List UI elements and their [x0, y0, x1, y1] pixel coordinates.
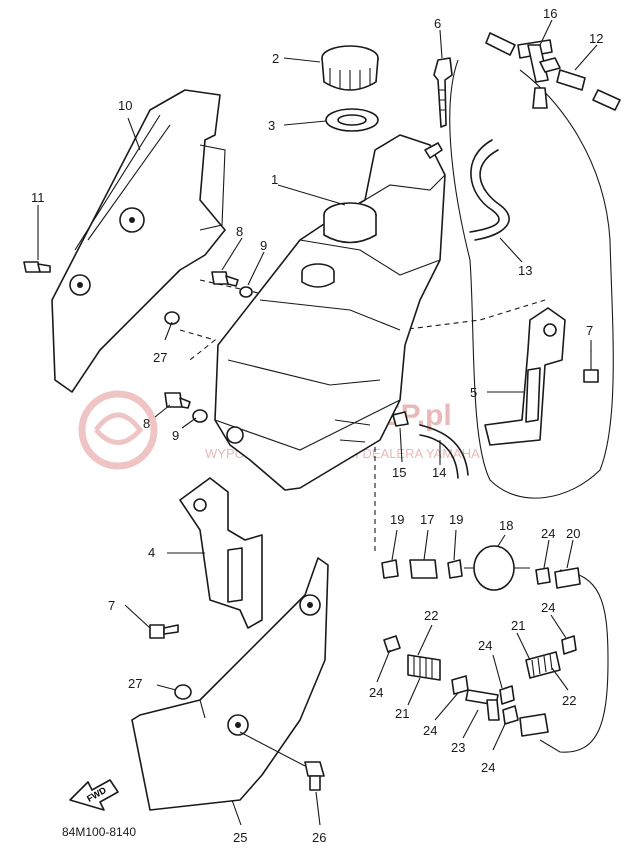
fuel-cap	[321, 45, 379, 91]
bracket-right	[484, 307, 566, 446]
callout-6: 6	[434, 16, 441, 31]
bolt-8-upper	[211, 271, 253, 298]
callout-labels: 2 3 1 6 16 12 10 11 8 9 27 13 5 7 8 9 15…	[31, 6, 603, 845]
catalog-code: 84M100-8140	[62, 825, 136, 839]
callout-16: 16	[543, 6, 557, 21]
callout-4: 4	[148, 545, 155, 560]
callout-11: 11	[31, 190, 45, 205]
callout-22-left: 22	[424, 608, 438, 623]
callout-24-mid: 24	[423, 723, 437, 738]
breather-joint-assembly	[485, 32, 621, 111]
lower-joint-assembly	[383, 635, 577, 737]
forward-arrow-icon: FWD	[69, 779, 119, 811]
callout-10: 10	[118, 98, 132, 113]
side-cover-lower	[131, 557, 329, 811]
callout-24-left: 24	[369, 685, 383, 700]
callout-24-center: 24	[478, 638, 492, 653]
callout-12: 12	[589, 31, 603, 46]
callout-3: 3	[268, 118, 275, 133]
callout-21-left: 21	[395, 706, 409, 721]
callout-24-right-top: 24	[541, 600, 555, 615]
callout-7-left: 7	[108, 598, 115, 613]
callout-9-lower: 9	[172, 428, 179, 443]
callout-23: 23	[451, 740, 465, 755]
callout-1: 1	[271, 172, 278, 187]
washer-27-upper	[164, 311, 180, 325]
bolt-7-right	[583, 350, 599, 383]
fuel-hose-upper	[392, 411, 469, 479]
callout-15: 15	[392, 465, 406, 480]
bolt-7-left	[149, 624, 179, 639]
callout-22-right: 22	[562, 693, 576, 708]
callout-9-upper: 9	[260, 238, 267, 253]
callout-26: 26	[312, 830, 326, 845]
hose-strap	[433, 57, 453, 128]
callout-25: 25	[233, 830, 247, 845]
leader-lines	[37, 19, 598, 826]
callout-13: 13	[518, 263, 532, 278]
callout-2: 2	[272, 51, 279, 66]
callout-27-lower: 27	[128, 676, 142, 691]
callout-19-right: 19	[449, 512, 463, 527]
callout-14: 14	[432, 465, 446, 480]
callout-7-right: 7	[586, 323, 593, 338]
callout-21-right: 21	[511, 618, 525, 633]
callout-8-upper: 8	[236, 224, 243, 239]
callout-24-bottom: 24	[481, 760, 495, 775]
side-cover-left	[51, 89, 226, 393]
callout-5: 5	[470, 385, 477, 400]
bolt-8-lower	[164, 392, 208, 423]
callout-18: 18	[499, 518, 513, 533]
bolt-11	[23, 261, 51, 273]
callout-24-filter: 24	[541, 526, 555, 541]
bracket-left	[179, 477, 263, 629]
breather-hose	[469, 139, 510, 241]
bolt-26	[239, 731, 325, 791]
cap-gasket	[325, 108, 379, 132]
callout-19-left: 19	[390, 512, 404, 527]
callout-8-lower: 8	[143, 416, 150, 431]
callout-27-upper: 27	[153, 350, 167, 365]
fuel-filter-line	[381, 545, 581, 591]
callout-17: 17	[420, 512, 434, 527]
callout-20: 20	[566, 526, 580, 541]
fuel-tank	[214, 134, 446, 491]
washer-27-lower	[174, 684, 192, 700]
